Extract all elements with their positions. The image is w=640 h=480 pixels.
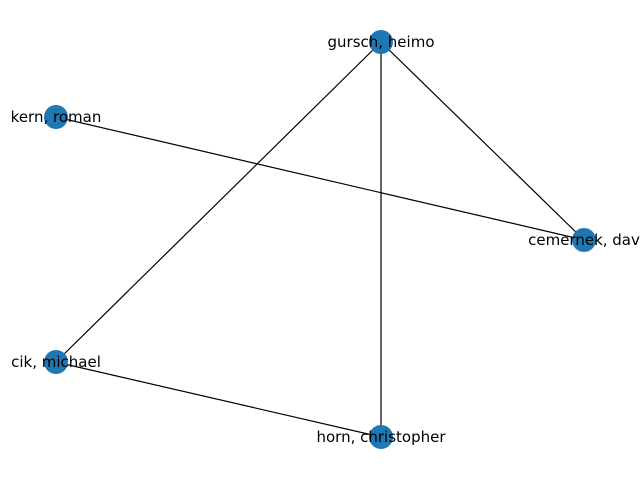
edge-gursch-cik [55,41,382,363]
node-label-kern: kern, roman [11,108,102,126]
node-cemernek [572,228,596,252]
node-label-cemernek: cemernek, dav [528,231,640,249]
node-label-horn: horn, christopher [316,428,446,446]
labels-layer: gursch, heimo kern, roman cemernek, dav cik… [11,33,640,446]
edge-gursch-cemernek [380,41,585,241]
edge-kern-cemernek [55,116,585,241]
node-label-gursch: gursch, heimo [328,33,435,51]
nodes-layer [44,30,596,449]
node-label-cik: cik, michael [11,353,101,371]
edges-layer [55,41,585,438]
node-gursch [369,30,393,54]
node-horn [369,425,393,449]
node-cik [44,350,68,374]
edge-cik-horn [55,361,382,438]
node-kern [44,105,68,129]
